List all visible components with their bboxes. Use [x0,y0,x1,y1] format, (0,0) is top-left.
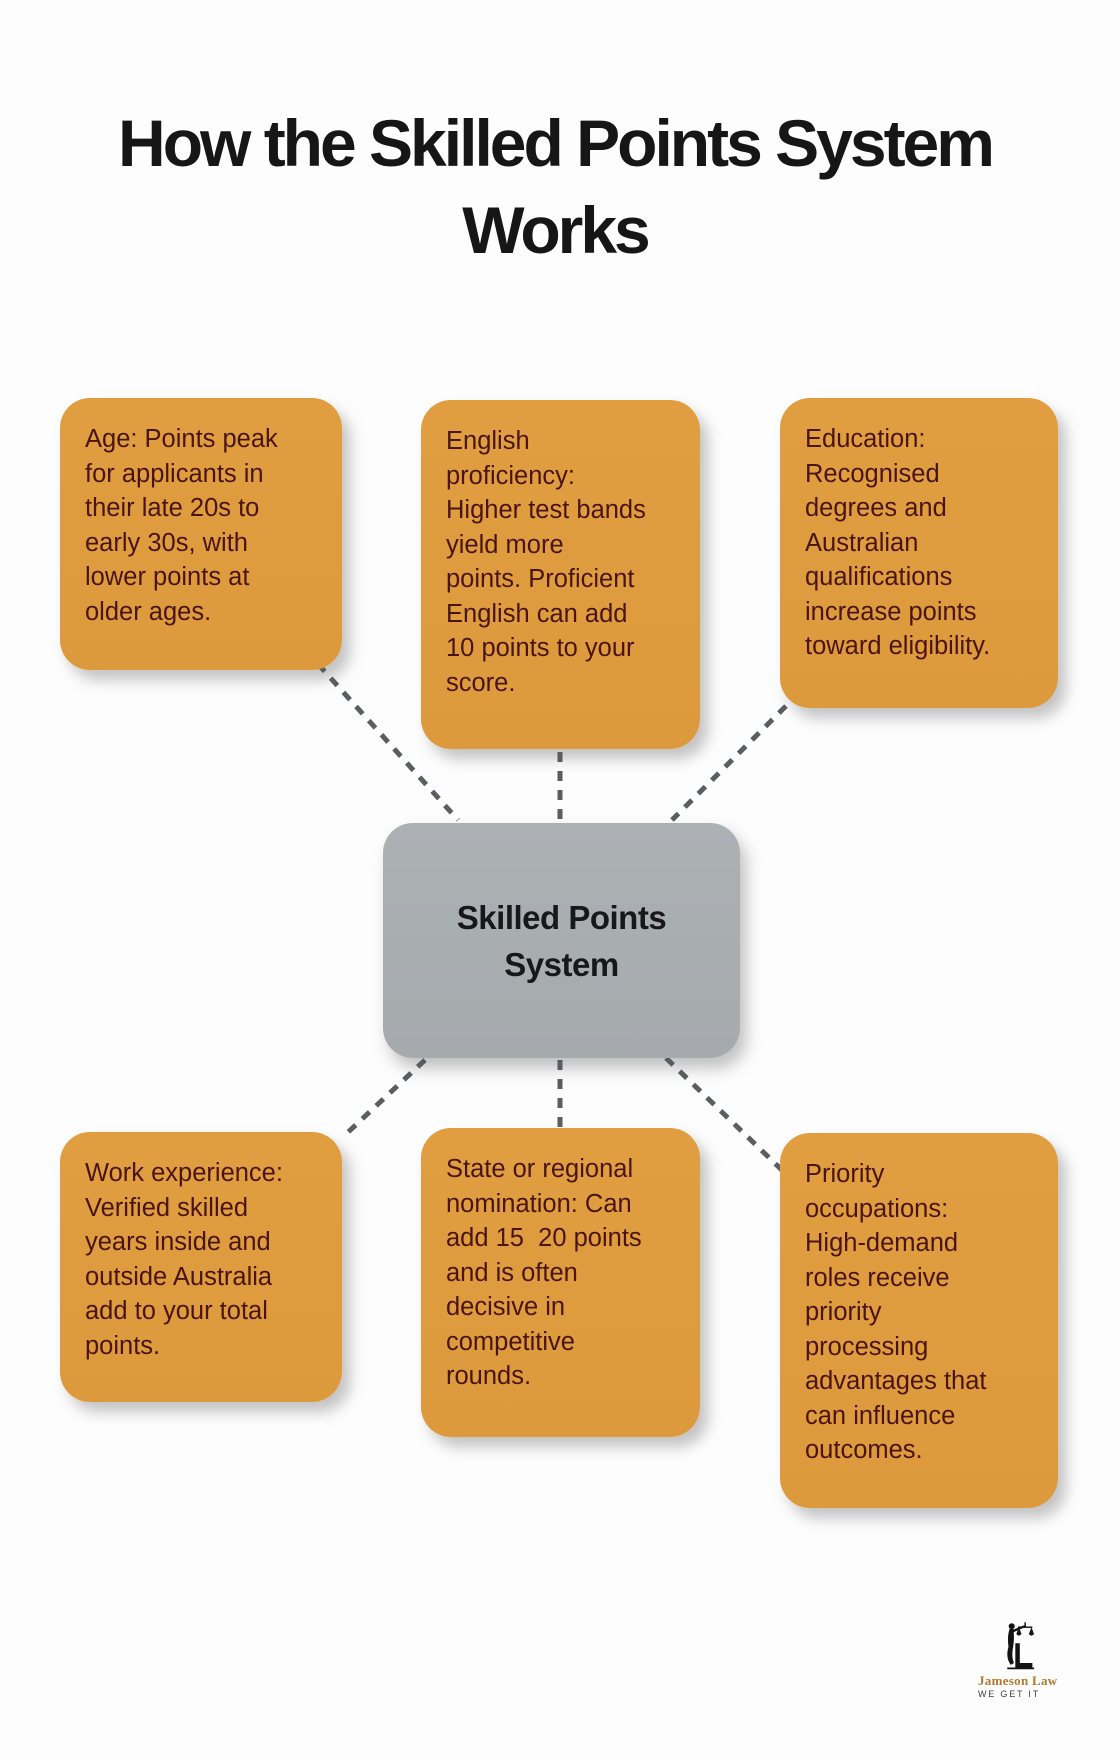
node-english-proficiency: English proficiency: Higher test bands y… [421,400,700,749]
node-priority-occupations: Priority occupations: High-demand roles … [780,1133,1058,1508]
node-priority-occupations-text: Priority occupations: High-demand roles … [805,1160,987,1464]
logo-tagline: WE GET IT [978,1689,1041,1699]
node-education-text: Education: Recognised degrees and Austra… [805,425,991,660]
hub-title: Skilled Points System [456,898,667,983]
connector-hub-work [342,1058,427,1138]
node-age: Age: Points peak for applicants in their… [60,398,342,670]
node-age-text: Age: Points peak for applicants in their… [85,425,278,626]
node-education: Education: Recognised degrees and Austra… [780,398,1058,708]
jameson-law-logo: Jameson Law WE GET IT [978,1620,1058,1699]
lady-justice-icon [1007,1622,1035,1670]
node-state-nomination: State or regional nomination: Can add 15… [421,1128,700,1437]
page-title: How the Skilled Points System Works [118,106,995,267]
node-english-proficiency-text: English proficiency: Higher test bands y… [446,427,646,697]
hub-skilled-points-system: Skilled Points System [383,823,740,1058]
logo-name: Jameson Law [978,1673,1058,1688]
node-work-experience: Work experience: Verified skilled years … [60,1132,342,1402]
node-state-nomination-text: State or regional nomination: Can add 15… [446,1155,642,1390]
node-work-experience-text: Work experience: Verified skilled years … [85,1159,283,1360]
